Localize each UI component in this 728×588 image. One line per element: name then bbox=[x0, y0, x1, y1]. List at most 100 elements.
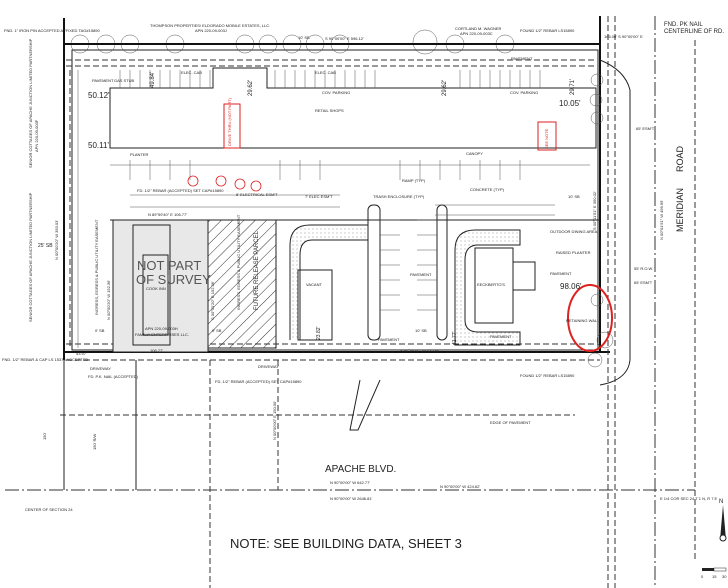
label-trash-enclosure: TRASH ENCLOSURE (TYP) bbox=[373, 194, 425, 199]
parking-island bbox=[367, 204, 381, 341]
drive-curb-vacant bbox=[289, 224, 369, 340]
north-bearing: S 90°00'00" E 596.12' bbox=[325, 36, 364, 41]
east-bearing: S 00°01'51" E 350.02' bbox=[592, 191, 597, 230]
ne-nail-label: FND. PK NAIL CENTERLINE OF RD. bbox=[664, 22, 725, 35]
neighbor-north-2-apn: APN 220-09-003C bbox=[460, 31, 493, 36]
label-of-survey: OF SURVEY bbox=[136, 272, 211, 287]
not-part-parcel bbox=[112, 219, 209, 353]
red-markup-circles bbox=[187, 175, 262, 192]
dim-29-62-a: 29.62' bbox=[248, 80, 254, 96]
setback-0-a: 0' SB bbox=[95, 328, 105, 333]
not-part-owner: FAMILIA ENTERPRISES LLC. bbox=[135, 332, 189, 337]
parcel-left-bearing: N 00°00'20" W 152.36' bbox=[106, 280, 111, 320]
south-bearing: S 90°00'00" W 435.84' bbox=[400, 348, 440, 353]
scale-30: 30 bbox=[722, 574, 727, 579]
label-apache-blvd: APACHE BLVD. bbox=[325, 464, 396, 475]
dim-50-11: 50.11' bbox=[88, 141, 109, 150]
dim-23-82: 23.82' bbox=[316, 326, 322, 340]
parking-stalls-north bbox=[119, 70, 541, 88]
label-pavement-4: PAVEMENT bbox=[550, 271, 572, 276]
label-ingress-2: INGRESS, EGRESS & PUBLIC UTILITY EASEMEN… bbox=[236, 214, 241, 310]
label-cook-inn: COOK INN bbox=[146, 286, 166, 291]
label-55-row: 55' R.O.W. bbox=[634, 266, 653, 271]
label-elec-esmt-2: 7' ELEC ESM'T bbox=[305, 194, 333, 199]
parcel-right-bearing: S 00°00'20" E 152.36' bbox=[210, 281, 215, 320]
meridian-edge bbox=[599, 59, 631, 386]
dim-150-rw: 150' R/W bbox=[92, 433, 97, 450]
label-raised-planter: RAISED PLANTER bbox=[556, 250, 591, 255]
label-retail-shops: RETAIL SHOPS bbox=[315, 108, 344, 113]
north-arrow: N bbox=[719, 499, 727, 542]
pk-nail-label: FD. P.K. NAIL (ACCEPTED) bbox=[88, 374, 139, 379]
dim-10-05: 10.05' bbox=[559, 99, 581, 108]
scale-bar: 0 15 30 bbox=[701, 567, 727, 579]
rebar-set-label-south: FD. 1/2" REBAR (ACCEPTED) SET CAP#15890 bbox=[215, 379, 302, 384]
retail-building bbox=[109, 67, 597, 149]
label-eeckbertos: EECKBERTO'S bbox=[477, 282, 505, 287]
label-vacant: VACANT bbox=[306, 282, 322, 287]
dim-29-71: 29.71' bbox=[570, 79, 576, 95]
west-neighbor: SENIOR COTTAGES OF APACHE JUNCTION LIMIT… bbox=[28, 38, 33, 168]
label-pavement-6: PAVEMENT bbox=[378, 337, 400, 342]
label-65-esmt-1: 65' ESM'T bbox=[636, 126, 655, 131]
north-label: N bbox=[719, 499, 723, 505]
red-markup-box bbox=[223, 103, 241, 149]
ne-distance: 165.00' S 90°00'00" E bbox=[604, 34, 643, 39]
label-road: ROAD bbox=[675, 145, 685, 172]
label-elec-cab: ELEC. CAB bbox=[181, 70, 202, 75]
west-setback: 25' SB bbox=[38, 243, 53, 249]
label-cov-parking-2: COV. PARKING bbox=[510, 90, 538, 95]
meridian-row-lines bbox=[607, 16, 616, 588]
setback-south: 10' SB bbox=[415, 328, 427, 333]
retaining-wall-highlight bbox=[567, 284, 613, 352]
dim-41-77: 41.77' bbox=[452, 331, 458, 345]
parcel-top-bearing: N 89°59'40" E 106.77' bbox=[148, 212, 187, 217]
label-gas-stub: GAS STUB bbox=[114, 78, 135, 83]
not-part-apn: APN 220-09-003H bbox=[145, 326, 178, 331]
blvd-bearing-1: N 90°00'00" W 642.77' bbox=[330, 480, 370, 485]
neighbor-north-1: THOMPSON PROPERTIES/ ELDORADO MOBILE EST… bbox=[150, 23, 270, 28]
utility-lines-north bbox=[66, 59, 596, 67]
label-meridian: MERIDIAN bbox=[675, 188, 685, 232]
red-markup-box bbox=[537, 121, 557, 151]
dim-53-97: 53.97' bbox=[76, 351, 87, 356]
nw-pin-label: FND. 1" IRON PIN ACCEPTED AFFIXED TAG#15… bbox=[4, 28, 101, 33]
section-lines bbox=[209, 360, 279, 588]
apache-west-bearing: N 00°00'00" E 150.00' bbox=[272, 401, 277, 440]
shrubs-east bbox=[587, 73, 614, 368]
labels: THOMPSON PROPERTIES/ ELDORADO MOBILE EST… bbox=[2, 23, 718, 551]
property-boundary bbox=[63, 16, 610, 360]
west-neighbor-2: SENIOR COTTAGES OF APACHE JUNCTION LIMIT… bbox=[28, 192, 33, 322]
red-note-1: DRIVE THRU (NOT PART) bbox=[227, 97, 232, 146]
parking-stalls-south bbox=[110, 160, 590, 208]
label-pavement-3: PAVEMENT bbox=[410, 272, 432, 277]
blvd-bearing-2: N 90°00'00" W 424.62' bbox=[440, 484, 480, 489]
dim-29-62-b: 29.62' bbox=[442, 80, 448, 96]
dim-50-12: 50.12' bbox=[88, 91, 110, 100]
dim-150: 150' bbox=[42, 432, 47, 440]
label-pavement: PAVEMENT bbox=[92, 78, 114, 83]
building-data-note: NOTE: SEE BUILDING DATA, SHEET 3 bbox=[230, 536, 462, 551]
west-bearing: N 00°00'20" W 350.03' bbox=[54, 220, 59, 260]
future-release-parcel bbox=[207, 219, 277, 349]
label-planter: PLANTER bbox=[130, 152, 149, 157]
dim-49-84: 49.84' bbox=[150, 72, 156, 88]
meridian-bearing: N 00°01'51" W 499.95' bbox=[659, 200, 664, 240]
label-cov-parking: COV. PARKING bbox=[322, 90, 350, 95]
label-elec-esmt: 8' ELECTRICAL ESM'T bbox=[236, 192, 278, 197]
setback-east: 10' SB bbox=[568, 194, 580, 199]
scale-15: 15 bbox=[712, 574, 717, 579]
center-of-section-label: CENTER OF SECTION 24 bbox=[25, 507, 73, 512]
sw-rebar-label: FND. 1/2" REBAR & CAP LS 15373 ACCEPTED bbox=[2, 357, 88, 362]
label-rebar-set: FD. 1/2" REBAR (ACCEPTED) SET CAP#15890 bbox=[137, 188, 224, 193]
dim-98-06: 98.06' bbox=[560, 282, 582, 291]
eeckbertos-drive bbox=[454, 229, 521, 346]
label-retaining-wall: RETAINING WALL bbox=[566, 318, 600, 323]
e-quarter-corner-label: E 1/4 COR SEC 24 T 1 N, R 7 E bbox=[660, 496, 718, 501]
label-ramp: RAMP (TYP) bbox=[402, 178, 426, 183]
blvd-bearing-3: N 90°00'00" W 2646.81' bbox=[330, 496, 373, 501]
label-pavement-2: PAVEMENT bbox=[511, 56, 533, 61]
parcel-bottom-distance: 106.77' bbox=[150, 348, 163, 353]
ne-rebar-label: FOUND 1/2" REBAR LS15890 bbox=[520, 28, 575, 33]
